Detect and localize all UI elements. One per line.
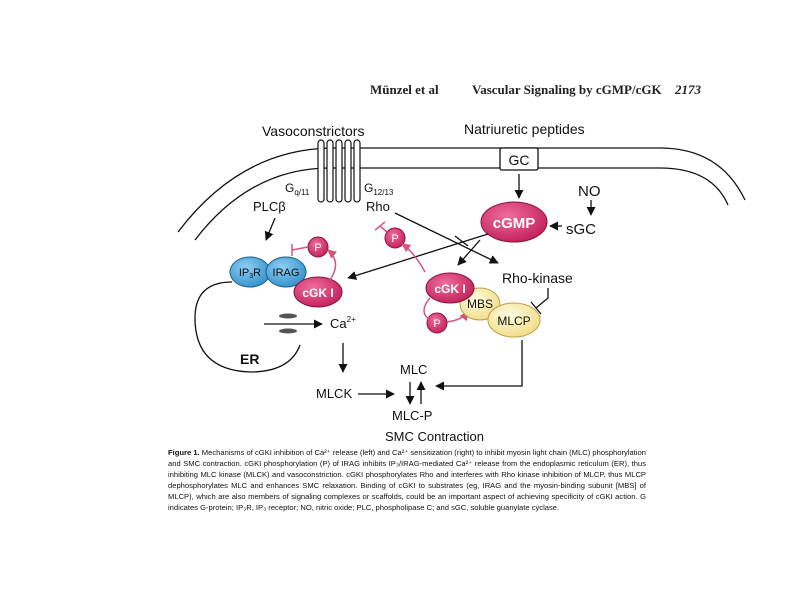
rhokinase-inhibits-mlcp [535, 288, 549, 309]
irag-node [265, 256, 307, 288]
mbs-label: MBS [467, 297, 493, 311]
caption-label: Figure 1. [168, 448, 200, 457]
phospho-mbs-node [426, 312, 448, 334]
natriuretic-peptides-label: Natriuretic peptides [464, 121, 585, 137]
phospho-rho-node [384, 227, 406, 249]
rho-kinase-label: Rho-kinase [502, 270, 573, 286]
cgmp-node [480, 201, 548, 243]
gpcr-receptor [317, 139, 361, 203]
phospho-mbs-label: P [433, 318, 440, 330]
mlck-label: MLCK [316, 386, 352, 401]
rho-label: Rho [366, 199, 390, 214]
cgk-phosphorylates-rho-arrow [401, 243, 426, 273]
p-inhibits-rho-bar [374, 221, 386, 231]
rho-inhibition-tick [454, 235, 469, 247]
cell-membrane [177, 147, 746, 241]
inhibition-bar [530, 301, 542, 315]
gq-label: Gq/11 [285, 181, 310, 197]
ca-label: Ca2+ [330, 315, 356, 331]
mlc-label: MLC [400, 362, 427, 377]
figure-caption: Figure 1. Mechanisms of cGKI inhibition … [168, 447, 646, 513]
gc-receptor [499, 147, 539, 171]
cgk-left-label: cGK I [302, 286, 333, 300]
no-label: NO [578, 183, 601, 200]
smc-contraction-label: SMC Contraction [385, 429, 484, 444]
cgmp-label: cGMP [493, 215, 536, 232]
mlcp-dephosphorylates-arrow [435, 340, 523, 391]
cgk-mid-node [425, 272, 475, 304]
er-label: ER [240, 351, 259, 367]
ip3r-label: IP3R [239, 267, 261, 280]
phospho-rho-label: P [391, 233, 398, 245]
irag-label: IRAG [273, 267, 300, 279]
p-inhibits-irag [291, 246, 309, 251]
g1213-label: G12/13 [364, 181, 394, 197]
caption-text: Mechanisms of cGKI inhibition of Ca²⁺ re… [168, 448, 646, 512]
mlcp-node [487, 302, 541, 338]
p-inhibits-rho [379, 225, 388, 233]
ca-channel-top [279, 313, 297, 319]
cgmp-branch-line [379, 233, 489, 269]
gc-label: GC [509, 152, 530, 168]
cgk-to-p3-link [423, 297, 431, 321]
running-header-title: Vascular Signaling by cGMP/cGK [472, 82, 662, 97]
sgc-label: sGC [566, 221, 596, 238]
ip3r-node [229, 256, 271, 288]
mlcp-label: MLCP [497, 314, 530, 328]
cgk-mid-label: cGK I [434, 282, 465, 296]
phospho-irag-label: P [314, 242, 321, 254]
ca-channel-bottom [279, 328, 297, 334]
rho-to-rhokinase-arrow [394, 212, 499, 264]
plc-to-ip3r-arrow [264, 217, 276, 241]
cgk-left-node [293, 276, 343, 308]
vasoconstrictors-label: Vasoconstrictors [262, 123, 364, 139]
running-header-authors: Münzel et al [370, 82, 439, 97]
cgmp-to-cgk-mid-arrow [457, 239, 481, 266]
page-number: 2173 [675, 82, 701, 97]
mlc-p-label: MLC-P [392, 408, 432, 423]
cgmp-to-cgk-left-arrow [347, 267, 381, 280]
plc-beta-label: PLCβ [253, 199, 286, 214]
er-membrane [194, 281, 301, 373]
cgk-phosphorylates-irag-arrow [327, 249, 338, 281]
